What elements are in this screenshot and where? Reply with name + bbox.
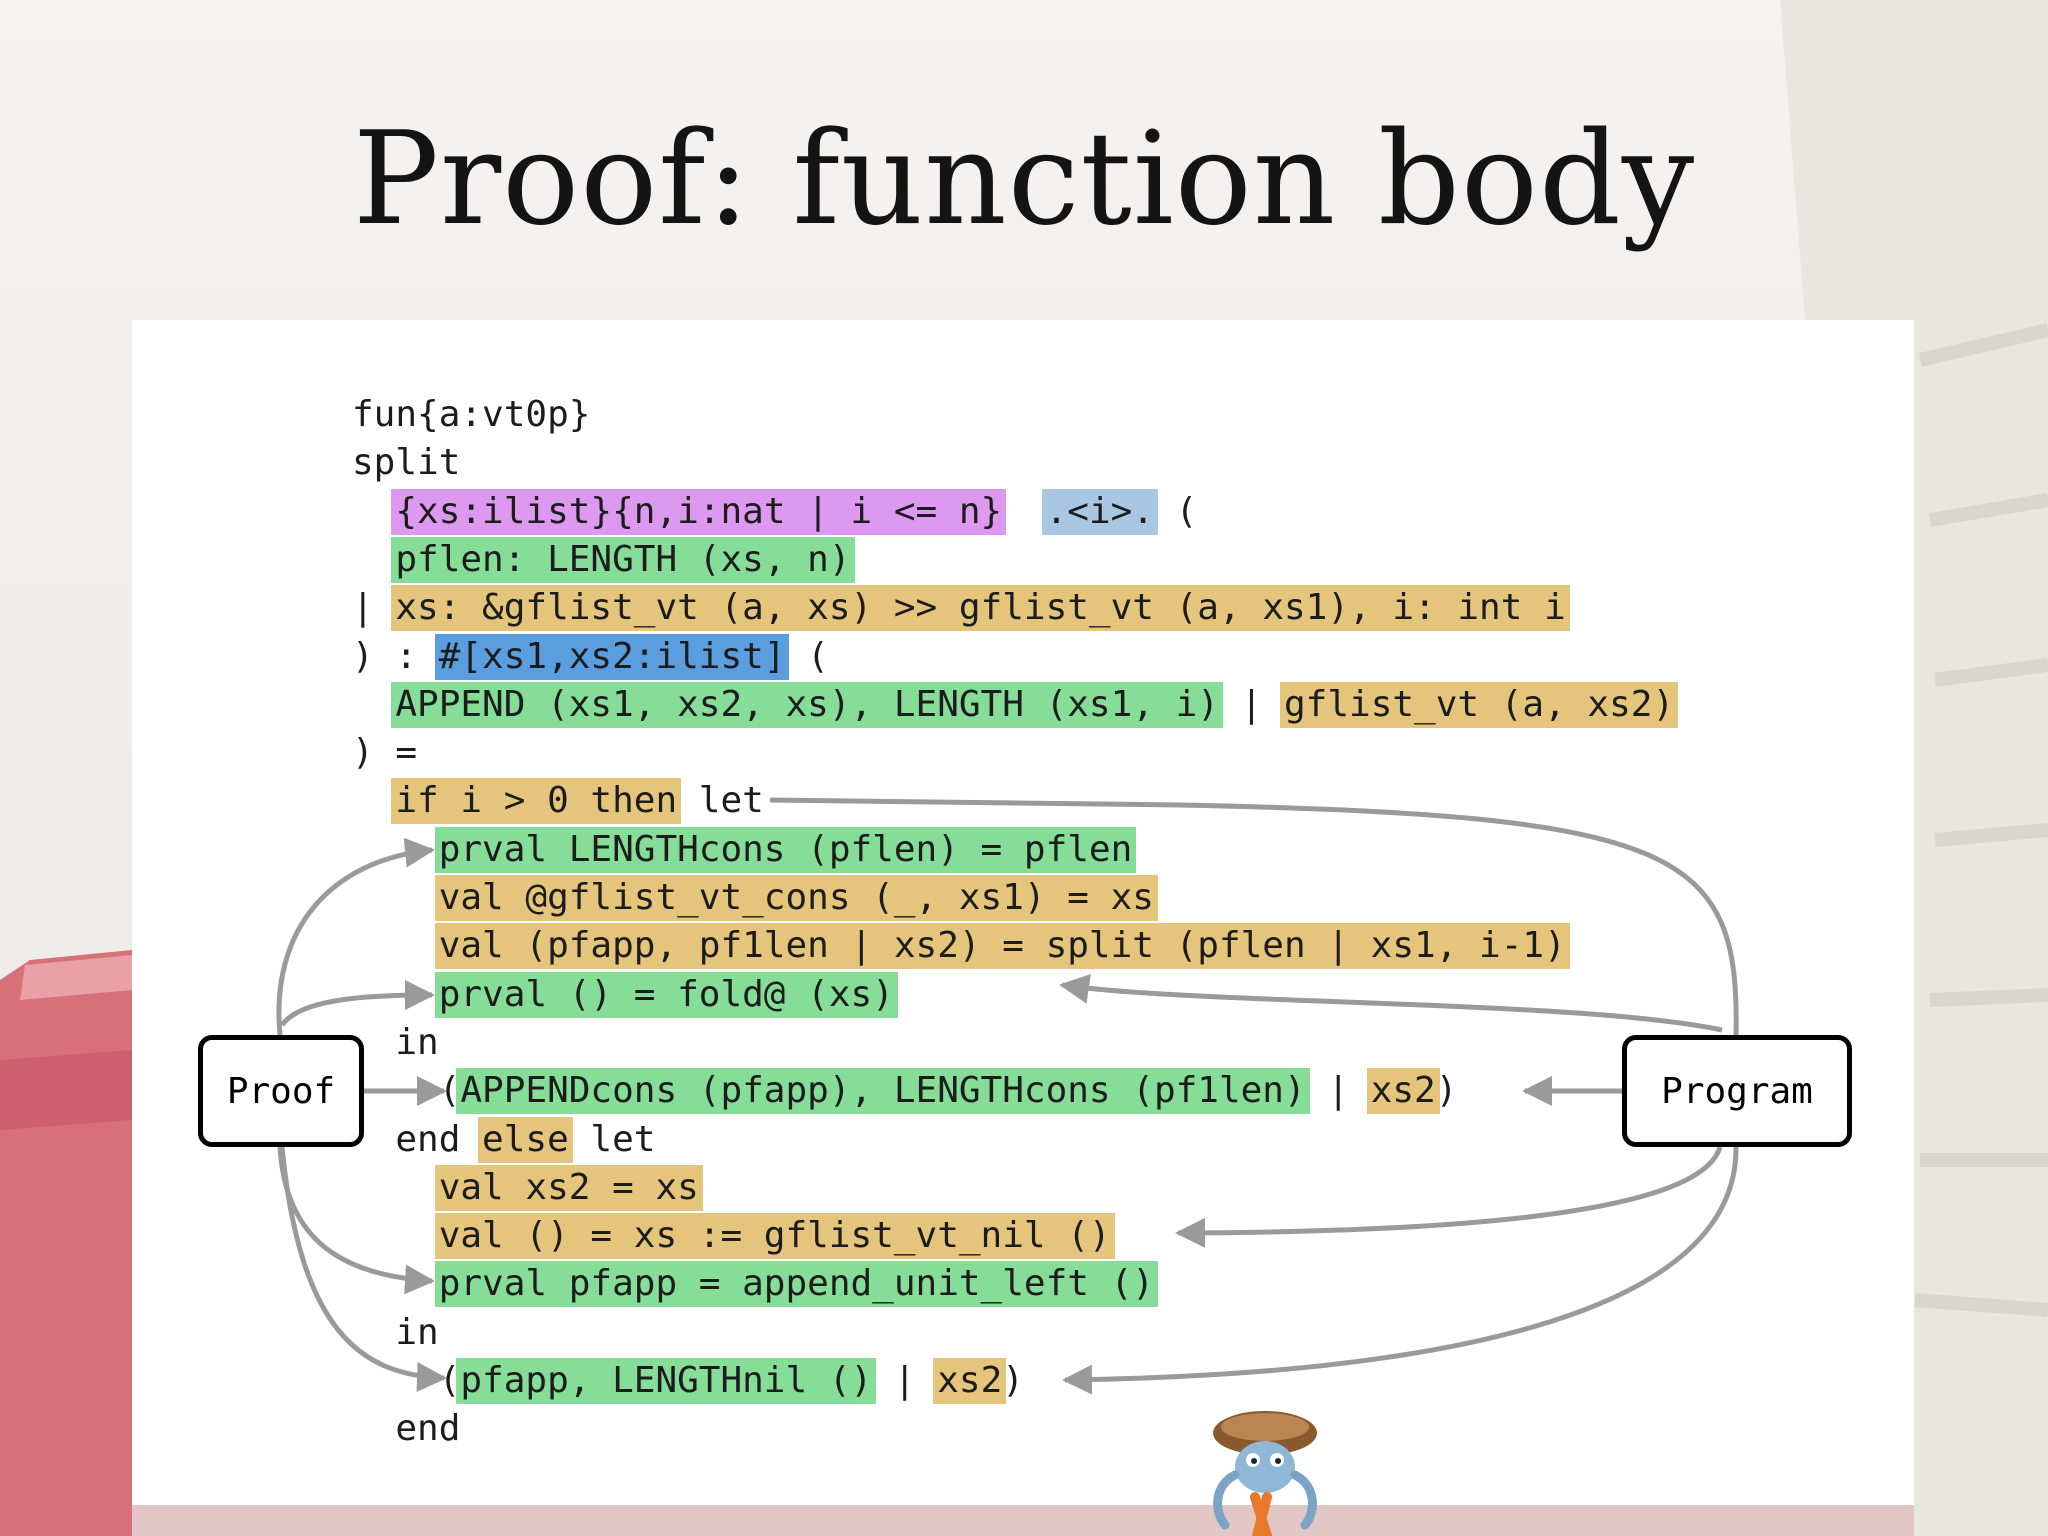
code-line: {xs:ilist}{n,i:nat | i <= n} .<i>. ( — [352, 488, 1198, 535]
code-token: ( — [785, 635, 829, 677]
code-token: ( — [1153, 490, 1198, 532]
program-highlight: xs2 — [933, 1358, 1007, 1404]
program-highlight: gflist_vt (a, xs2) — [1280, 681, 1679, 728]
code-line: split — [352, 440, 460, 486]
proof-highlight: pfapp, LENGTHnil () — [456, 1358, 877, 1404]
code-token: | — [1218, 683, 1284, 725]
code-token: ) = — [352, 732, 418, 774]
universal-highlight: {xs:ilist}{n,i:nat | i <= n} — [391, 488, 1007, 535]
code-line: APPEND (xs1, xs2, xs), LENGTH (xs1, i) |… — [352, 681, 1679, 728]
code-token: split — [352, 442, 461, 484]
existential-highlight: #[xs1,xs2:ilist] — [434, 633, 790, 680]
code-token: in — [352, 1021, 439, 1063]
code-line: in — [352, 1310, 439, 1356]
proof-highlight: APPENDcons (pfapp), LENGTHcons (pf1len) — [456, 1068, 1310, 1115]
program-arrow-val-split — [1059, 974, 1723, 1033]
program-highlight: xs: &gflist_vt (a, xs) >> gflist_vt (a, … — [391, 585, 1570, 632]
proof-arrow-nil-result — [279, 1146, 447, 1393]
program-arrow-if-let — [769, 797, 1739, 1036]
proof-highlight: APPEND (xs1, xs2, xs), LENGTH (xs1, i) — [391, 681, 1223, 728]
proof-arrow-prval-lengthcons — [276, 837, 435, 1036]
slide-title: Proof: function body — [352, 105, 1696, 254]
code-line: fun{a:vt0p} — [352, 392, 590, 438]
proof-highlight: prval LENGTHcons (pflen) = pflen — [434, 826, 1137, 873]
proof-arrow-prval-fold — [279, 980, 435, 1027]
code-line: end else let — [352, 1116, 656, 1163]
program-highlight: val (pfapp, pf1len | xs2) = split (pflen… — [434, 923, 1570, 970]
program-arrow-nil-xs2 — [1062, 1146, 1739, 1395]
code-token: | — [1305, 1070, 1371, 1112]
code-line: if i > 0 then let — [352, 778, 764, 825]
code-token: in — [352, 1311, 439, 1353]
code-line: ) = — [352, 730, 417, 776]
code-line: end — [352, 1406, 460, 1452]
code-token: | — [872, 1360, 938, 1401]
ats-hermit-crab-mascot-icon — [1213, 1411, 1317, 1536]
code-line: prval LENGTHcons (pflen) = pflen — [352, 826, 1137, 873]
code-line: (APPENDcons (pfapp), LENGTHcons (pf1len)… — [352, 1068, 1458, 1115]
code-token: fun{a:vt0p} — [352, 394, 591, 435]
code-line: pflen: LENGTH (xs, n) — [352, 536, 855, 583]
code-token: let — [677, 780, 764, 822]
proof-box: Proof — [198, 1035, 364, 1147]
code-line: in — [352, 1020, 439, 1066]
code-token: | — [352, 587, 396, 629]
proof-highlight: prval pfapp = append_unit_left () — [434, 1261, 1158, 1308]
code-line: val xs2 = xs — [352, 1164, 703, 1211]
code-line: prval pfapp = append_unit_left () — [352, 1261, 1158, 1308]
program-arrow-gflist-nil — [1175, 1146, 1723, 1248]
code-line: val @gflist_vt_cons (_, xs1) = xs — [352, 875, 1158, 921]
program-highlight: else — [478, 1116, 573, 1163]
code-token: end — [352, 1408, 461, 1450]
program-highlight: val () = xs := gflist_vt_nil () — [434, 1213, 1115, 1260]
code-token: ) — [1002, 1360, 1024, 1401]
code-line: prval () = fold@ (xs) — [352, 971, 898, 1018]
code-line: val () = xs := gflist_vt_nil () — [352, 1213, 1115, 1260]
code-token: end — [352, 1118, 483, 1160]
program-highlight: xs2 — [1366, 1068, 1440, 1115]
program-highlight: val @gflist_vt_cons (_, xs1) = xs — [434, 875, 1158, 921]
program-highlight: val xs2 = xs — [434, 1164, 703, 1211]
termination-metric-highlight: .<i>. — [1041, 488, 1158, 535]
code-token: ) — [1435, 1070, 1458, 1112]
proof-highlight: prval () = fold@ (xs) — [434, 971, 898, 1018]
code-line: val (pfapp, pf1len | xs2) = split (pflen… — [352, 923, 1570, 970]
program-highlight: if i > 0 then — [391, 778, 682, 825]
program-box: Program — [1622, 1035, 1852, 1147]
code-token: let — [568, 1118, 656, 1160]
code-line: | xs: &gflist_vt (a, xs) >> gflist_vt (a… — [352, 585, 1570, 632]
proof-highlight: pflen: LENGTH (xs, n) — [391, 536, 855, 583]
code-line: (pfapp, LENGTHnil () | xs2) — [352, 1358, 1024, 1404]
code-token: ) : — [352, 635, 439, 677]
code-line: ) : #[xs1,xs2:ilist] ( — [352, 633, 829, 680]
